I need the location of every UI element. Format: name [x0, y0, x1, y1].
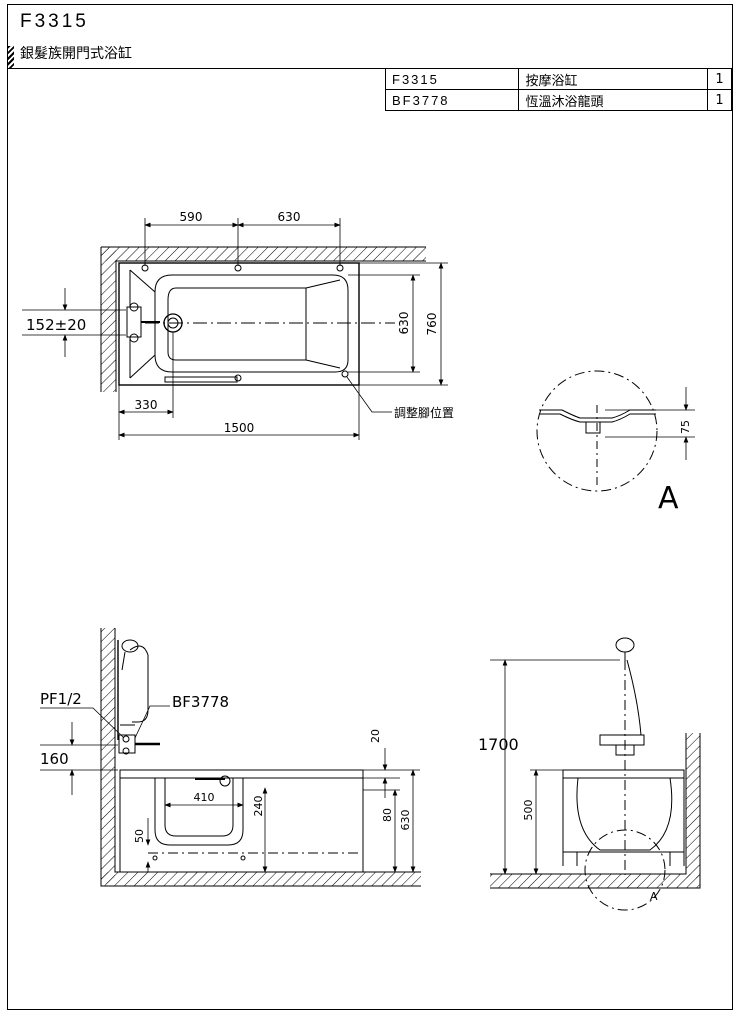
model-number: F3315	[20, 11, 89, 32]
dim-410: 410	[194, 791, 215, 804]
pipe-label: PF1/2	[40, 690, 82, 708]
dim-160: 160	[40, 750, 69, 768]
dim-80: 80	[381, 808, 394, 822]
part-name: 按摩浴缸	[518, 68, 709, 90]
drawing-sheet: F3315 銀髮族開門式浴缸 F3315 按摩浴缸 1 BF3778 恆溫沐浴龍…	[7, 4, 733, 1010]
front-view	[40, 628, 421, 887]
dim-75: 75	[679, 420, 692, 434]
faucet-model-label: BF3778	[172, 693, 229, 711]
dim-faucet-height: 152±20	[26, 316, 86, 334]
dim-590: 590	[180, 210, 203, 224]
dim-760: 760	[425, 313, 439, 336]
dim-50: 50	[133, 829, 146, 843]
dim-630-top: 630	[278, 210, 301, 224]
dim-330: 330	[135, 398, 158, 412]
detail-a	[536, 370, 695, 492]
parts-row: F3315 按摩浴缸 1	[384, 68, 732, 90]
section-a-label: A	[650, 890, 658, 903]
title-stripe	[8, 46, 14, 68]
parts-table: F3315 按摩浴缸 1 BF3778 恆溫沐浴龍頭 1	[384, 68, 732, 111]
plan-view-labels: 590 630 630 760 330 1500 152±20 調整腳位置	[26, 210, 454, 435]
dim-240: 240	[252, 796, 265, 817]
part-code: BF3778	[384, 89, 520, 111]
adjust-foot-callout: 調整腳位置	[394, 405, 454, 420]
dim-630-front: 630	[399, 810, 412, 831]
front-view-labels: PF1/2 BF3778 160 20 410 240 50 80 630	[40, 690, 412, 843]
detail-a-labels: 75 A	[658, 420, 692, 516]
tub-outline	[118, 262, 360, 386]
wall-hatch-top	[101, 247, 426, 261]
wall-hatch-left	[101, 247, 116, 392]
side-view-labels: 1700 500 A	[478, 735, 658, 903]
dim-1700: 1700	[478, 735, 519, 754]
dim-500: 500	[522, 800, 535, 821]
detail-a-label: A	[658, 481, 679, 516]
title-block: F3315 銀髮族開門式浴缸	[8, 5, 732, 69]
dim-20: 20	[369, 729, 382, 743]
dim-1500: 1500	[224, 421, 255, 435]
part-qty: 1	[707, 89, 732, 111]
plan-view	[22, 218, 448, 440]
side-view	[490, 637, 701, 911]
product-description: 銀髮族開門式浴缸	[20, 46, 132, 62]
tub-basin	[154, 274, 349, 373]
part-name: 恆溫沐浴龍頭	[518, 89, 709, 111]
parts-row: BF3778 恆溫沐浴龍頭 1	[384, 89, 732, 111]
dim-630-right: 630	[397, 312, 411, 335]
